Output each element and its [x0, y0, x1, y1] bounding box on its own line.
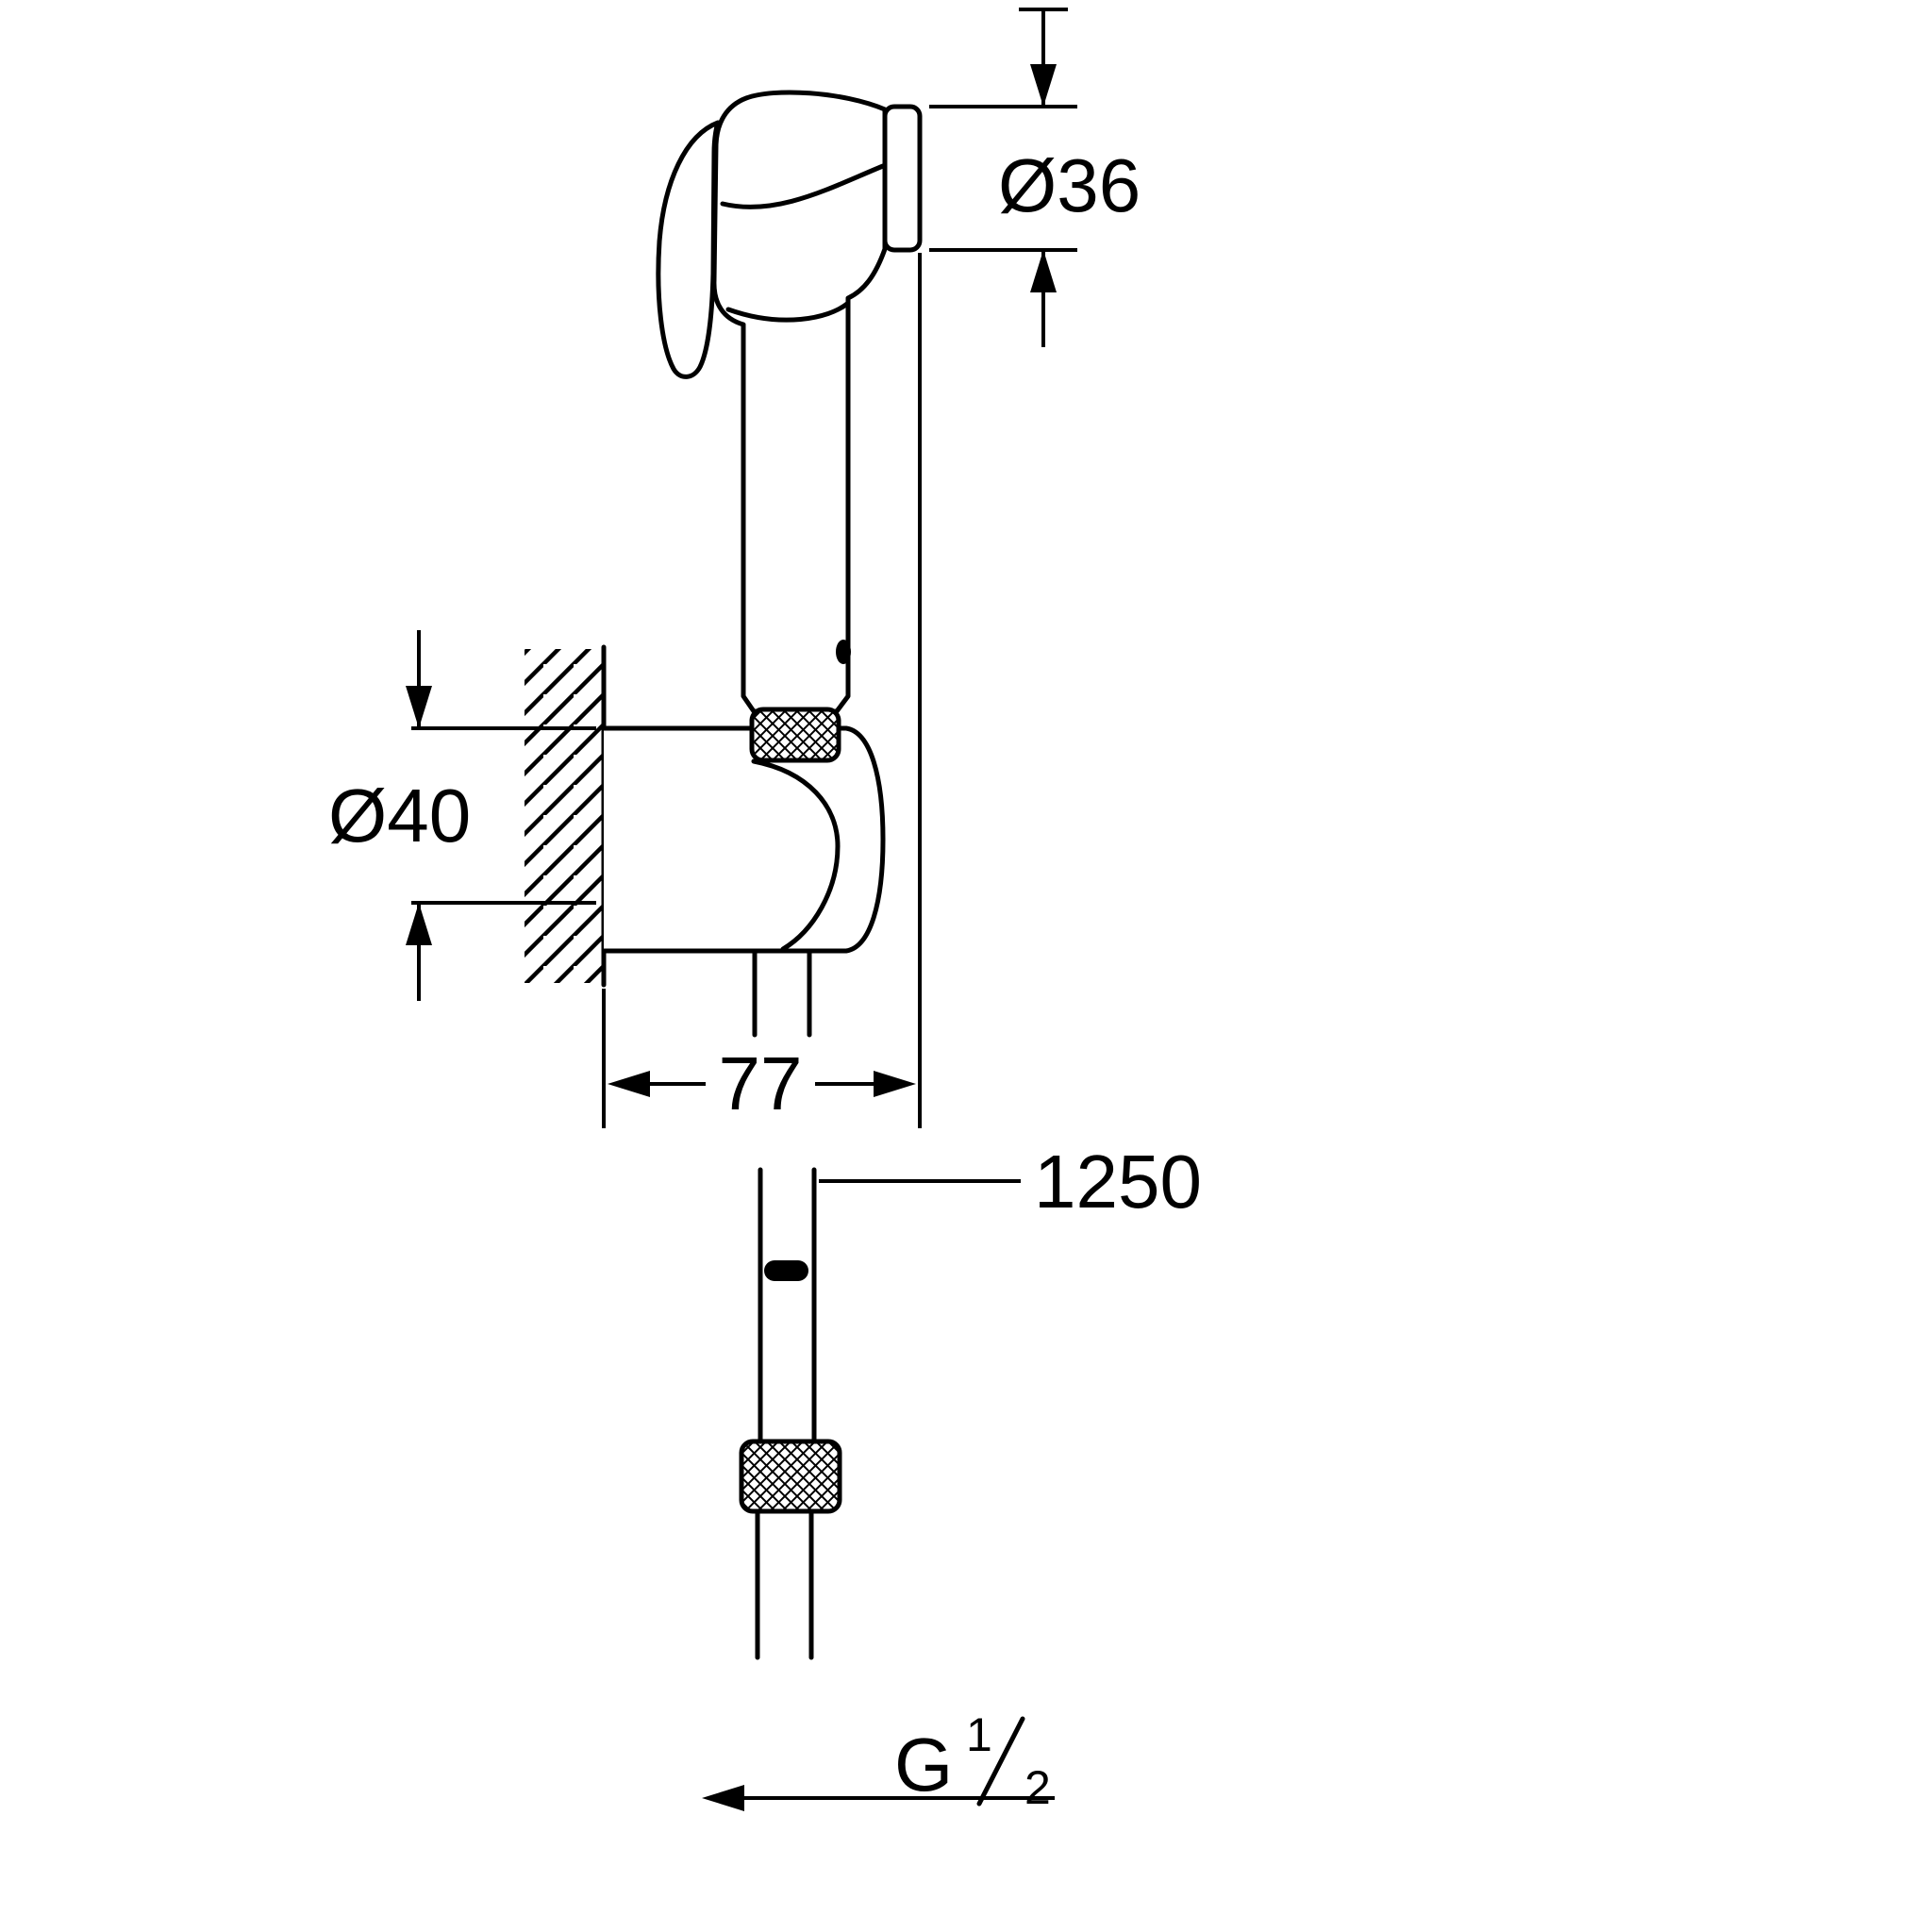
handle-button-detail	[836, 640, 851, 664]
hose-upper-section	[758, 1167, 817, 1444]
dim-hose-length: 1250	[819, 1140, 1202, 1224]
dim-connection-thread: G 1 2	[702, 1708, 1055, 1814]
holder-body	[601, 725, 886, 954]
handle-knurled-nut	[749, 707, 841, 763]
arrowhead-down	[1030, 64, 1057, 107]
dim-head-diameter: Ø36	[929, 8, 1141, 347]
holder-hose-outlet	[752, 948, 812, 1038]
dimension-label-wall-holder-diameter: Ø40	[328, 774, 471, 858]
arrowhead-right	[874, 1071, 916, 1097]
dimension-label-head-diameter: Ø36	[998, 143, 1141, 227]
holder-cup-curve	[751, 758, 841, 952]
dimension-label-holder-projection: 77	[719, 1041, 803, 1125]
hose-marking	[764, 1260, 808, 1281]
wall-mount	[525, 644, 886, 1038]
shower-head-body	[711, 90, 888, 714]
trigger-lever	[656, 120, 721, 379]
head-seam-lower	[725, 301, 850, 323]
hose-knurled-nut	[739, 1439, 842, 1514]
thread-label-denominator: 2	[1024, 1761, 1051, 1814]
arrowhead-left	[702, 1785, 744, 1811]
hose-lower-section	[755, 1508, 814, 1660]
dim-holder-projection: 77	[602, 253, 922, 1128]
arrowhead-up	[1030, 250, 1057, 292]
wall-hatching	[525, 649, 604, 983]
hand-shower	[656, 90, 923, 763]
hose-detail	[739, 1167, 842, 1660]
head-seam-upper	[720, 163, 886, 209]
thread-label-prefix: G	[894, 1723, 953, 1807]
fraction-slash	[976, 1716, 1025, 1807]
arrowhead-left	[608, 1071, 650, 1097]
arrowhead-down	[406, 686, 432, 728]
dim-wall-holder-diameter: Ø40	[328, 630, 596, 1001]
thread-label-numerator: 1	[966, 1708, 992, 1761]
dimension-label-hose-length: 1250	[1034, 1140, 1202, 1224]
spray-face-plate	[882, 104, 923, 253]
arrowhead-up	[406, 903, 432, 945]
